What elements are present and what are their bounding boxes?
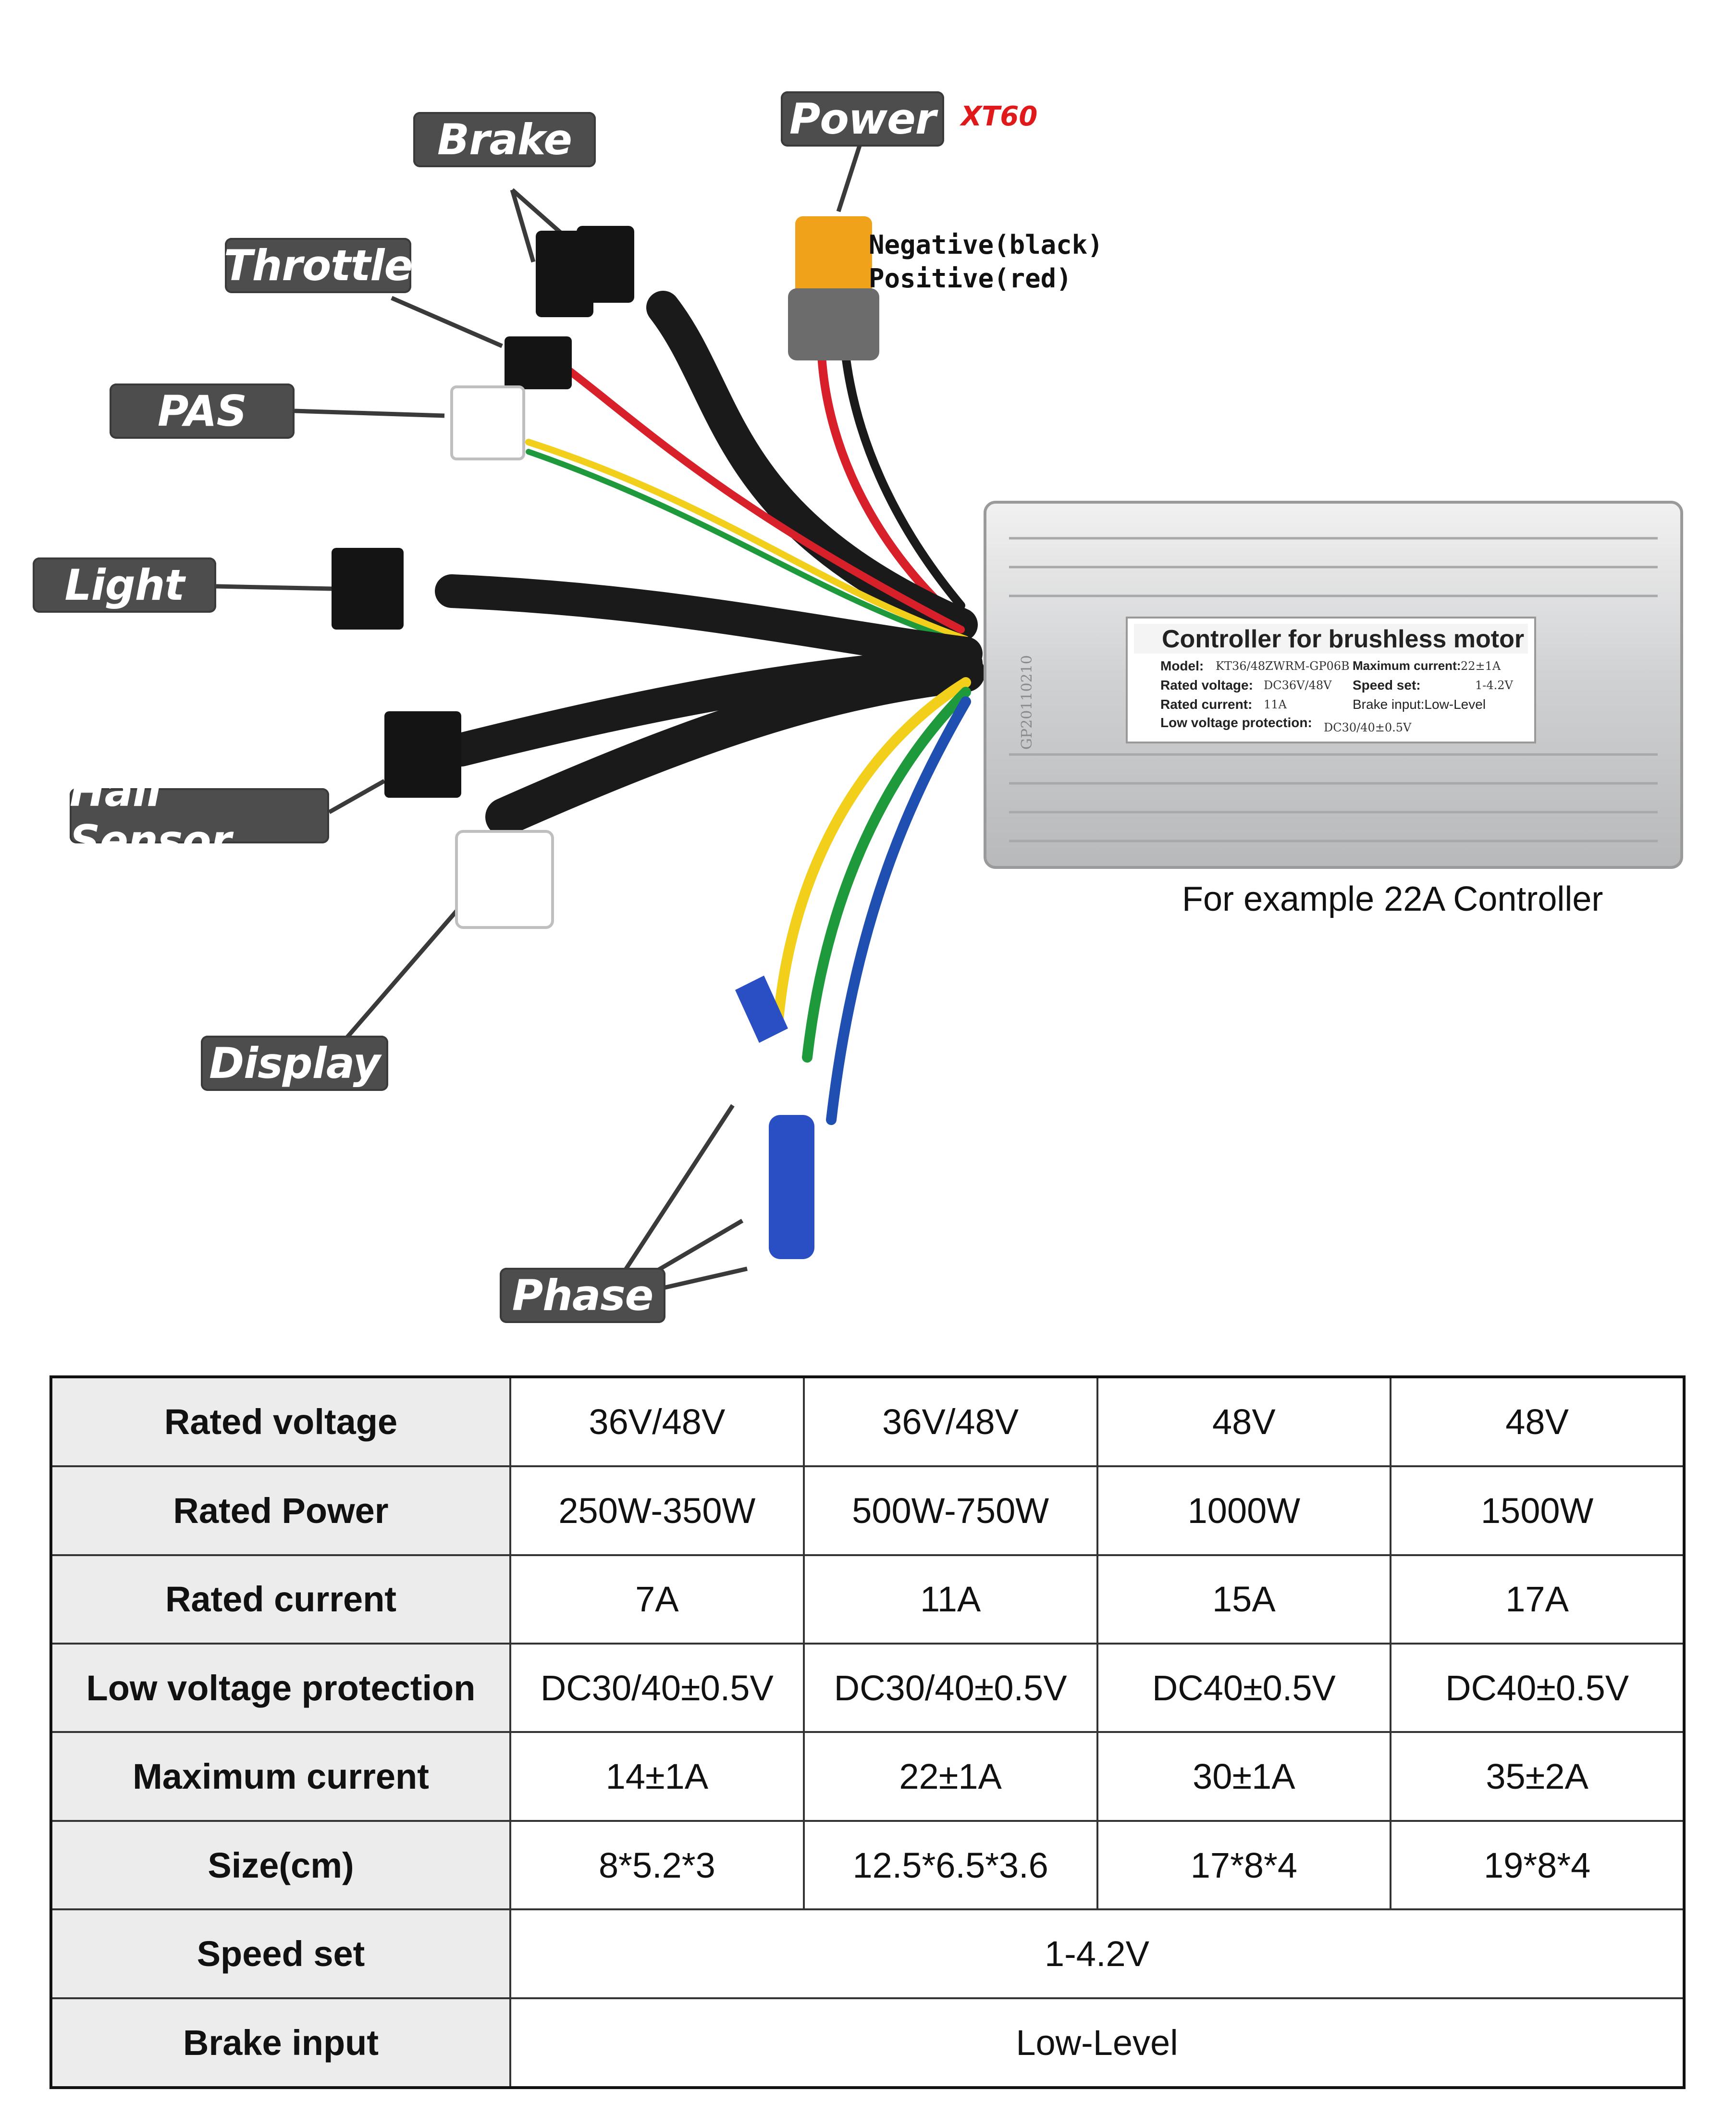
table-cell: 15A xyxy=(1096,1554,1392,1645)
table-cell: DC40±0.5V xyxy=(1096,1643,1392,1733)
plate-speed-set-label: Speed set: xyxy=(1353,678,1421,693)
row-label: Low voltage protection xyxy=(50,1643,511,1733)
table-cell-merged: 1-4.2V xyxy=(509,1908,1685,1999)
table-row: Speed set 1-4.2V xyxy=(50,1908,1685,1999)
table-cell: 500W-750W xyxy=(802,1465,1098,1556)
pointer-lines xyxy=(216,143,862,1290)
table-row: Maximum current 14±1A 22±1A 30±1A 35±2A xyxy=(50,1731,1685,1822)
plate-model-label: Model: xyxy=(1160,658,1204,673)
plate-rated-voltage-label: Rated voltage: xyxy=(1160,678,1253,693)
negative-note: Negative(black) xyxy=(869,230,1103,260)
light-tag: Light xyxy=(33,557,216,613)
wire-bundle xyxy=(435,291,985,1125)
row-label: Speed set xyxy=(50,1908,511,1999)
positive-note: Positive(red) xyxy=(869,263,1072,294)
hall-sensor-tag: Hall Sensor xyxy=(70,767,329,866)
phase-tag: Phase xyxy=(500,1268,665,1323)
table-cell: DC40±0.5V xyxy=(1390,1643,1685,1733)
plate-rated-current-value: 11A xyxy=(1264,698,1287,711)
row-label: Rated current xyxy=(50,1554,511,1645)
plate-low-voltage-label: Low voltage protection: xyxy=(1160,715,1312,730)
table-cell: 35±2A xyxy=(1390,1731,1685,1822)
row-label: Maximum current xyxy=(50,1731,511,1822)
plate-side-code: GP20110210 xyxy=(1019,655,1035,750)
table-cell: 14±1A xyxy=(509,1731,805,1822)
table-row: Rated voltage 36V/48V 36V/48V 48V 48V xyxy=(50,1375,1685,1468)
table-cell: 17*8*4 xyxy=(1096,1819,1392,1911)
display-tag: Display xyxy=(201,1036,388,1091)
table-cell: 250W-350W xyxy=(509,1465,805,1556)
table-cell: 8*5.2*3 xyxy=(509,1819,805,1911)
table-cell: 36V/48V xyxy=(509,1375,805,1468)
table-cell: 17A xyxy=(1390,1554,1685,1645)
table-row: Brake input Low-Level xyxy=(50,1997,1685,2089)
spec-table: Rated voltage 36V/48V 36V/48V 48V 48V Ra… xyxy=(49,1375,1686,2089)
connectors xyxy=(332,216,879,1259)
row-label: Rated Power xyxy=(50,1465,511,1556)
table-cell: 19*8*4 xyxy=(1390,1819,1685,1911)
table-row: Rated Power 250W-350W 500W-750W 1000W 15… xyxy=(50,1465,1685,1556)
table-cell: 7A xyxy=(509,1554,805,1645)
power-tag: Power xyxy=(781,91,944,147)
row-label: Brake input xyxy=(50,1997,511,2089)
plate-rated-current-label: Rated current: xyxy=(1160,697,1253,712)
table-cell: 1500W xyxy=(1390,1465,1685,1556)
throttle-tag: Throttle xyxy=(224,238,413,293)
controller-caption: For example 22A Controller xyxy=(1182,880,1603,918)
plate-speed-set-value: 1-4.2V xyxy=(1475,679,1513,692)
plate-model-value: KT36/48ZWRM-GP06B xyxy=(1216,659,1350,673)
table-cell: 1000W xyxy=(1096,1465,1392,1556)
table-cell: 48V xyxy=(1096,1375,1392,1468)
table-cell-merged: Low-Level xyxy=(509,1997,1685,2089)
row-label: Rated voltage xyxy=(50,1375,511,1468)
table-cell: 36V/48V xyxy=(802,1375,1098,1468)
brake-tag: Brake xyxy=(413,112,596,167)
table-cell: DC30/40±0.5V xyxy=(802,1643,1098,1733)
controller-housing xyxy=(984,501,1683,869)
table-cell: 11A xyxy=(802,1554,1098,1645)
xt60-label: XT60 xyxy=(961,101,1038,132)
plate-low-voltage-value: DC30/40±0.5V xyxy=(1324,721,1412,734)
plate-max-current-value: 22±1A xyxy=(1461,659,1501,673)
table-cell: 12.5*6.5*3.6 xyxy=(802,1819,1098,1911)
table-cell: 30±1A xyxy=(1096,1731,1392,1822)
table-row: Size(cm) 8*5.2*3 12.5*6.5*3.6 17*8*4 19*… xyxy=(50,1819,1685,1911)
plate-max-current-label: Maximum current: xyxy=(1353,658,1461,673)
table-row: Rated current 7A 11A 15A 17A xyxy=(50,1554,1685,1645)
plate-brake-input: Brake input:Low-Level xyxy=(1353,697,1486,712)
table-cell: 22±1A xyxy=(802,1731,1098,1822)
pas-tag: PAS xyxy=(110,384,295,439)
row-label: Size(cm) xyxy=(50,1819,511,1911)
table-cell: DC30/40±0.5V xyxy=(509,1643,805,1733)
plate-title: Controller for brushless motor xyxy=(1162,625,1525,653)
table-cell: 48V xyxy=(1390,1375,1685,1468)
table-row: Low voltage protection DC30/40±0.5V DC30… xyxy=(50,1643,1685,1733)
plate-rated-voltage-value: DC36V/48V xyxy=(1264,679,1332,692)
